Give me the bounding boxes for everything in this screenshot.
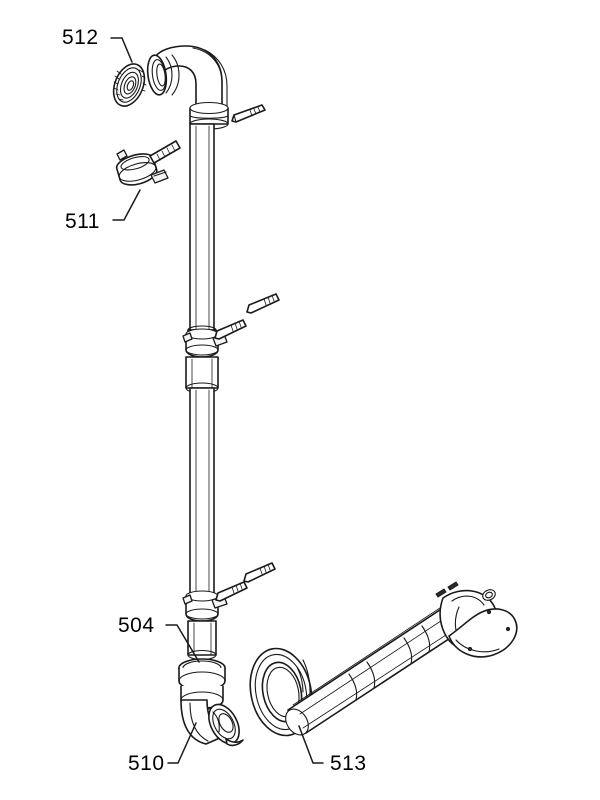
bolt-5	[243, 562, 276, 583]
bolt-1	[231, 104, 266, 123]
leader-510	[167, 722, 197, 764]
leader-513	[298, 725, 324, 764]
pipe-coupling-mid	[182, 325, 228, 394]
vertical-pipe-lower	[189, 387, 215, 597]
bolt-3	[246, 293, 280, 314]
callout-513: 513	[330, 752, 367, 775]
top-elbow-part	[146, 45, 229, 130]
bellows-elbow-510	[178, 658, 244, 747]
bolt-2	[214, 319, 247, 340]
callout-512: 512	[62, 26, 99, 49]
leader-504	[165, 624, 200, 663]
hose-clamp-511	[115, 140, 181, 186]
callout-504: 504	[118, 614, 155, 637]
bolt-4	[215, 581, 248, 602]
leader-lines	[110, 37, 324, 764]
callout-510: 510	[128, 752, 165, 775]
callout-511: 511	[65, 210, 100, 233]
horizontal-coaxial-pipe	[285, 581, 518, 736]
sealing-gasket-512	[112, 63, 147, 107]
callout-labels: 512 511 504 510 513	[62, 26, 367, 775]
leader-512	[110, 37, 133, 63]
vertical-pipe-upper	[189, 123, 215, 331]
lower-pipe-clamp	[182, 590, 228, 661]
leader-511	[112, 189, 141, 221]
